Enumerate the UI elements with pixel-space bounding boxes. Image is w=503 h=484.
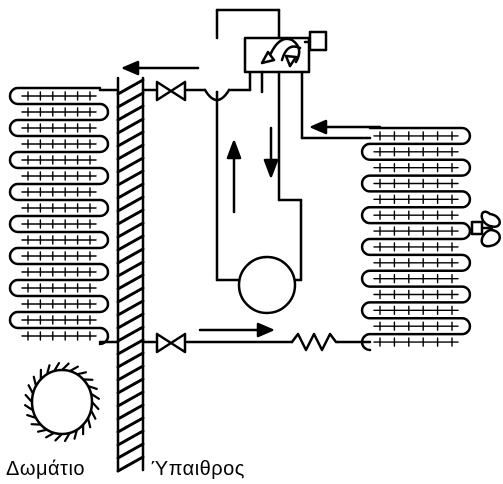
- indoor-coil-icon: [8, 86, 110, 346]
- capillary-resistor-icon: [290, 332, 340, 352]
- reversing-valve-icon: [243, 30, 328, 74]
- wall-icon: [116, 76, 145, 473]
- flow-arrow-top: [122, 60, 200, 76]
- expansion-valve-icon: [155, 80, 187, 102]
- outdoor-coil-icon: [360, 126, 472, 352]
- flow-arrow-bottom: [198, 322, 274, 338]
- flow-arrow-left-outdoor: [310, 119, 382, 135]
- flow-arrow-down: [263, 126, 279, 178]
- flow-arrow-up: [226, 140, 242, 214]
- indoor-label: Δωμάτιο: [6, 458, 86, 480]
- outdoor-fan-icon: [470, 210, 501, 248]
- indoor-fan-icon: [24, 362, 101, 442]
- expansion-valve-icon: [155, 332, 187, 354]
- valve-piping: [215, 8, 372, 282]
- compressor-icon: [237, 255, 297, 315]
- outdoor-label: Ύπαιθρος: [151, 458, 245, 480]
